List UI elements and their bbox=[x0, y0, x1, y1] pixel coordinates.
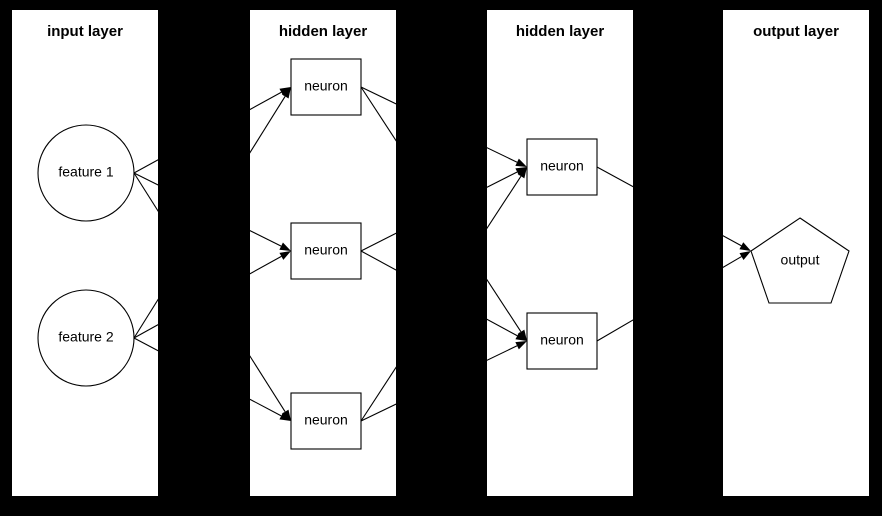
node-feature-1[interactable] bbox=[37, 124, 135, 222]
layer-title-hidden-layer-2: hidden layer bbox=[516, 23, 605, 40]
arrowhead-e-f1-h1n2 bbox=[279, 242, 291, 251]
layer-nodes: feature 1 feature 2 neuron neuron neuron neur… bbox=[37, 58, 850, 450]
arrowhead-e-f2-h1n3 bbox=[279, 412, 291, 421]
node-hidden1-neuron-2[interactable] bbox=[290, 222, 362, 280]
arrowhead-e-f1-h1n3 bbox=[281, 409, 291, 421]
arrowhead-e-h1n2-h2n1 bbox=[515, 167, 527, 176]
layer-title-output-layer: output layer bbox=[753, 23, 839, 40]
node-hidden1-neuron-1[interactable] bbox=[290, 58, 362, 116]
node-hidden2-neuron-1[interactable] bbox=[526, 138, 598, 196]
layer-titles: input layer hidden layer hidden layer outpu… bbox=[47, 23, 839, 40]
arrowhead-e-h1n3-h2n1 bbox=[517, 167, 527, 179]
node-label-hidden1-neuron-3: neuron bbox=[304, 412, 348, 428]
node-label-hidden1-neuron-2: neuron bbox=[304, 242, 348, 258]
node-hidden1-neuron-3[interactable] bbox=[290, 392, 362, 450]
node-feature-2[interactable] bbox=[37, 289, 135, 387]
node-label-hidden1-neuron-1: neuron bbox=[304, 78, 348, 94]
arrowhead-e-f1-h1n1 bbox=[279, 87, 291, 96]
arrowhead-e-h2n1-out bbox=[739, 242, 751, 251]
arrowhead-e-f2-h1n2 bbox=[279, 251, 291, 260]
layer-panel-input-layer bbox=[12, 10, 158, 496]
layer-title-hidden-layer-1: hidden layer bbox=[279, 23, 368, 40]
node-label-hidden2-neuron-2: neuron bbox=[540, 332, 584, 348]
arrowhead-e-h1n1-h2n2 bbox=[517, 329, 527, 341]
node-label-feature-1: feature 1 bbox=[58, 164, 113, 180]
arrowhead-e-h1n2-h2n2 bbox=[515, 332, 527, 341]
connection-edges bbox=[133, 86, 751, 422]
node-label-hidden2-neuron-1: neuron bbox=[540, 158, 584, 174]
node-output-node[interactable] bbox=[750, 217, 850, 304]
arrowhead-e-h1n3-h2n2 bbox=[515, 341, 527, 350]
arrowhead-e-h1n1-h2n1 bbox=[515, 158, 527, 167]
arrowhead-e-h2n2-out bbox=[739, 251, 751, 261]
node-label-feature-2: feature 2 bbox=[58, 329, 113, 345]
layer-title-input-layer: input layer bbox=[47, 23, 123, 40]
node-hidden2-neuron-2[interactable] bbox=[526, 312, 598, 370]
arrowhead-e-f2-h1n1 bbox=[281, 87, 291, 99]
layer-panel-hidden-layer-2 bbox=[487, 10, 633, 496]
node-label-output-node: output bbox=[781, 252, 820, 268]
